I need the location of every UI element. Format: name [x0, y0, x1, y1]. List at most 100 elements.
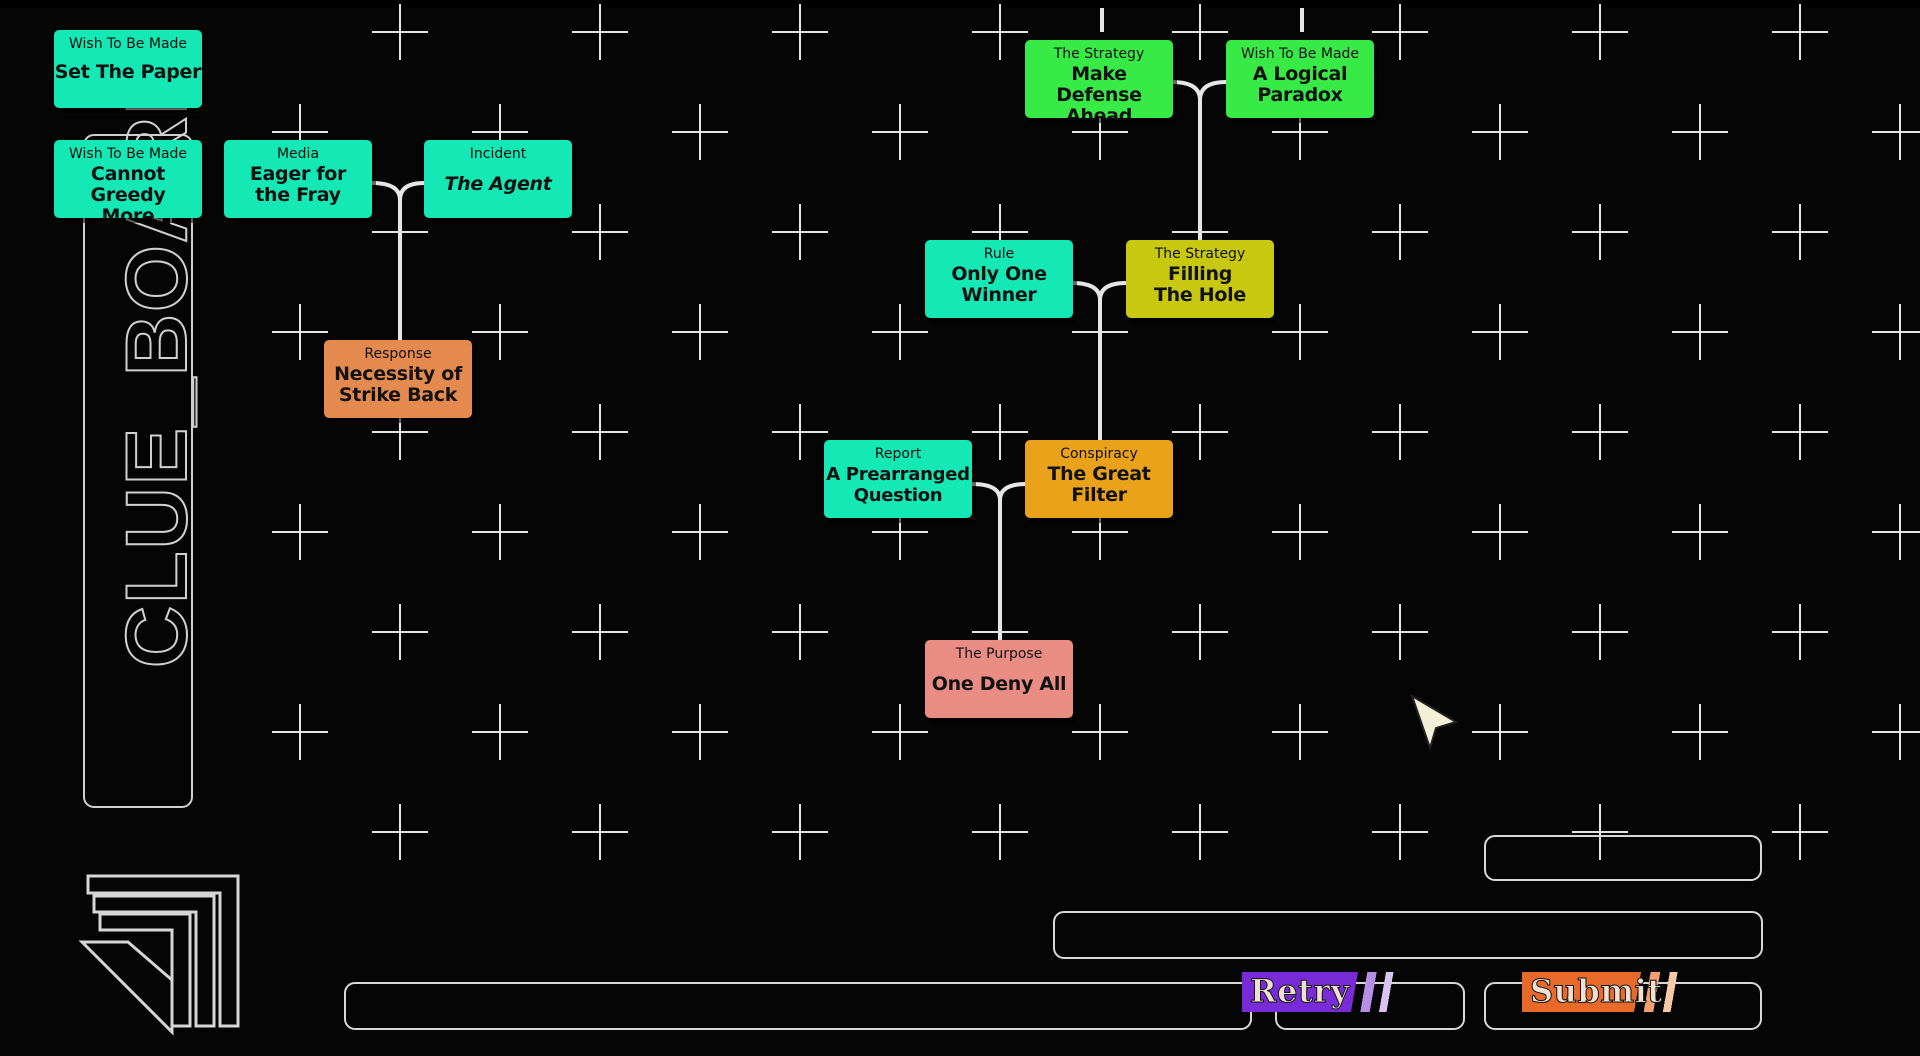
grid-plus-mark — [1572, 604, 1628, 660]
grid-plus-mark — [672, 704, 728, 760]
clue-card-only-one-winner[interactable]: Rule Only One Winner — [925, 240, 1073, 318]
grid-plus-mark — [1472, 104, 1528, 160]
card-category: Conspiracy — [1060, 446, 1138, 462]
grid-plus-mark — [272, 504, 328, 560]
grid-plus-mark — [372, 804, 428, 860]
grid-plus-mark — [1372, 604, 1428, 660]
arrow-cursor-icon — [1410, 693, 1459, 752]
grid-plus-mark — [672, 504, 728, 560]
card-category: Response — [364, 346, 432, 362]
grid-plus-mark — [672, 104, 728, 160]
grid-plus-mark — [572, 4, 628, 60]
grid-plus-mark — [572, 804, 628, 860]
card-title: The Agent — [444, 173, 552, 195]
grid-plus-mark — [1272, 304, 1328, 360]
grid-plus-mark — [1372, 404, 1428, 460]
grid-plus-mark — [1172, 404, 1228, 460]
card-category: Rule — [983, 246, 1015, 262]
clue-card-one-deny-all[interactable]: The Purpose One Deny All — [925, 640, 1073, 718]
grid-plus-mark — [1872, 104, 1920, 160]
grid-plus-mark — [1772, 4, 1828, 60]
grid-plus-mark — [572, 204, 628, 260]
grid-plus-mark — [1772, 204, 1828, 260]
clue-card-cannot-greedy-more[interactable]: Wish To Be Made Cannot Greedy More — [54, 140, 202, 218]
grid-plus-mark — [1872, 304, 1920, 360]
clue-card-set-the-paper[interactable]: Wish To Be Made Set The Paper — [54, 30, 202, 108]
grid-plus-mark — [972, 804, 1028, 860]
grid-plus-mark — [1472, 704, 1528, 760]
card-title: A Logical Paradox — [1252, 63, 1348, 106]
grid-plus-mark — [372, 604, 428, 660]
clue-card-necessity-of-strike-back[interactable]: Response Necessity of Strike Back — [324, 340, 472, 418]
clue-card-a-prearranged-question[interactable]: Report A Prearranged Question — [824, 440, 972, 518]
grid-plus-mark — [1572, 204, 1628, 260]
clue-card-eager-for-the-fray[interactable]: Media Eager for the Fray — [224, 140, 372, 218]
grid-plus-mark — [872, 104, 928, 160]
grid-plus-mark — [1672, 304, 1728, 360]
grid-plus-mark — [772, 604, 828, 660]
submit-button[interactable]: Submit — [1522, 972, 1707, 1012]
grid-plus-mark — [1472, 304, 1528, 360]
card-title: Eager for the Fray — [249, 163, 347, 206]
top-bar — [0, 0, 1920, 8]
grid-plus-mark — [872, 704, 928, 760]
grid-plus-mark — [472, 304, 528, 360]
grid-plus-mark — [1172, 604, 1228, 660]
grid-plus-mark — [1672, 704, 1728, 760]
answer-slot-bottom[interactable] — [344, 982, 1252, 1030]
grid-plus-mark — [572, 604, 628, 660]
grid-plus-mark — [372, 4, 428, 60]
card-title: Cannot Greedy More — [90, 163, 166, 219]
chevron-stack-logo-icon — [78, 874, 240, 1036]
grid-plus-mark — [572, 404, 628, 460]
card-category: The Strategy — [1053, 46, 1145, 62]
clue-card-the-agent[interactable]: Incident The Agent — [424, 140, 572, 218]
grid-plus-mark — [1272, 704, 1328, 760]
clue-card-a-logical-paradox[interactable]: Wish To Be Made A Logical Paradox — [1226, 40, 1374, 118]
grid-plus-mark — [1572, 4, 1628, 60]
card-title: Only One Winner — [951, 263, 1047, 306]
grid-plus-mark — [272, 304, 328, 360]
grid-plus-mark — [772, 804, 828, 860]
grid-plus-mark — [872, 304, 928, 360]
grid-plus-mark — [1072, 704, 1128, 760]
grid-plus-mark — [1272, 504, 1328, 560]
answer-slot-middle[interactable] — [1053, 911, 1763, 959]
grid-plus-mark — [1672, 104, 1728, 160]
card-category: Media — [276, 146, 320, 162]
grid-plus-mark — [772, 404, 828, 460]
card-title: Filling The Hole — [1154, 263, 1246, 306]
retry-button[interactable]: Retry — [1242, 972, 1422, 1012]
grid-plus-mark — [772, 204, 828, 260]
grid-plus-mark — [472, 504, 528, 560]
grid-plus-mark — [672, 304, 728, 360]
answer-slot-top[interactable] — [1484, 835, 1762, 881]
grid-plus-mark — [1572, 404, 1628, 460]
grid-plus-mark — [472, 704, 528, 760]
grid-plus-mark — [1872, 504, 1920, 560]
card-category: Wish To Be Made — [68, 146, 188, 162]
card-title: The Great Filter — [1047, 463, 1151, 506]
title-frame — [83, 134, 193, 808]
card-title: One Deny All — [931, 673, 1067, 695]
grid-plus-mark — [1672, 504, 1728, 560]
card-category: Wish To Be Made — [68, 36, 188, 52]
card-category: Incident — [469, 146, 527, 162]
grid-plus-mark — [1572, 804, 1628, 860]
card-category: Report — [874, 446, 922, 462]
grid-plus-mark — [1172, 804, 1228, 860]
grid-plus-mark — [1772, 804, 1828, 860]
grid-plus-mark — [1372, 204, 1428, 260]
grid-plus-mark — [1172, 4, 1228, 60]
clue-card-make-defense-ahead[interactable]: The Strategy Make Defense Ahead — [1025, 40, 1173, 118]
grid-plus-mark — [1372, 4, 1428, 60]
card-title: A Prearranged Question — [826, 464, 970, 506]
grid-plus-mark — [1872, 704, 1920, 760]
grid-plus-mark — [1372, 804, 1428, 860]
grid-plus-mark — [972, 4, 1028, 60]
card-category: The Strategy — [1154, 246, 1246, 262]
grid-plus-mark — [972, 404, 1028, 460]
clue-card-filling-the-hole[interactable]: The Strategy Filling The Hole — [1126, 240, 1274, 318]
clue-card-the-great-filter[interactable]: Conspiracy The Great Filter — [1025, 440, 1173, 518]
